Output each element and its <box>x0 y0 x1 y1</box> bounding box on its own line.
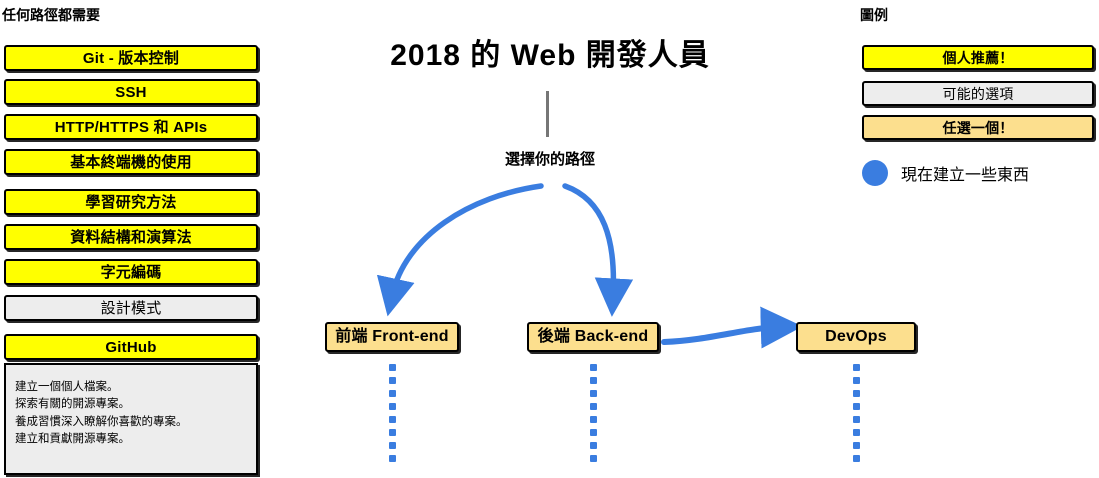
path-node-frontend[interactable]: 前端 Front-end <box>325 322 459 352</box>
dotted-continuation-devops <box>853 364 860 462</box>
dot <box>590 403 597 410</box>
path-node-backend[interactable]: 後端 Back-end <box>527 322 659 352</box>
github-note-line: 養成習慣深入瞭解你喜歡的專案。 <box>15 415 188 428</box>
dot <box>389 429 396 436</box>
left-item-research[interactable]: 學習研究方法 <box>4 189 258 215</box>
page-title-text: 2018 的 Web 開發人員 <box>390 39 710 72</box>
left-item-ssh[interactable]: SSH <box>4 79 258 105</box>
legend-item-recommended: 個人推薦！ <box>862 45 1094 70</box>
dot <box>590 442 597 449</box>
github-notes-panel: 建立一個個人檔案。 探索有關的開源專案。 養成習慣深入瞭解你喜歡的專案。 建立和… <box>4 363 258 475</box>
dot <box>389 390 396 397</box>
left-item-terminal-usage[interactable]: 基本終端機的使用 <box>4 149 258 175</box>
arrow-to-backend <box>562 183 634 317</box>
legend-heading: 圖例 <box>860 7 888 23</box>
github-note-line: 建立和貢獻開源專案。 <box>15 433 130 446</box>
path-node-devops[interactable]: DevOps <box>796 322 916 352</box>
dot <box>590 390 597 397</box>
dot <box>389 442 396 449</box>
left-item-git[interactable]: Git - 版本控制 <box>4 45 258 71</box>
legend-item-pick-one: 任選一個！ <box>862 115 1094 140</box>
dot <box>853 403 860 410</box>
dot <box>590 377 597 384</box>
legend-dot-label: 現在建立一些東西 <box>901 167 1030 184</box>
arrow-to-frontend <box>376 183 544 317</box>
left-item-data-structures[interactable]: 資料結構和演算法 <box>4 224 258 250</box>
dot <box>853 455 860 462</box>
dot <box>853 429 860 436</box>
dot <box>389 455 396 462</box>
dot <box>853 416 860 423</box>
legend-item-alternative: 可能的選項 <box>862 81 1094 106</box>
left-item-github[interactable]: GitHub <box>4 334 258 360</box>
left-column-heading: 任何路徑都需要 <box>2 7 100 23</box>
github-note-line: 建立一個個人檔案。 <box>15 381 119 393</box>
dot <box>590 455 597 462</box>
dot <box>853 364 860 371</box>
dot <box>590 429 597 436</box>
blue-circle-icon <box>862 160 888 186</box>
dot <box>389 377 396 384</box>
dotted-continuation-frontend <box>389 364 396 462</box>
dot <box>590 364 597 371</box>
github-note-line: 探索有關的開源專案。 <box>15 398 130 411</box>
arrow-backend-to-devops <box>661 306 803 349</box>
title-connector-line <box>546 91 549 137</box>
left-item-design-patterns[interactable]: 設計模式 <box>4 295 258 321</box>
left-item-character-encoding[interactable]: 字元編碼 <box>4 259 258 285</box>
dot <box>853 442 860 449</box>
dot <box>389 403 396 410</box>
left-item-http-apis[interactable]: HTTP/HTTPS 和 APIs <box>4 114 258 140</box>
legend-item-build-something: 現在建立一些東西 <box>862 160 1029 186</box>
choose-path-label: 選擇你的路徑 <box>504 151 595 168</box>
dot <box>590 416 597 423</box>
dot <box>853 390 860 397</box>
dot <box>853 377 860 384</box>
dot <box>389 416 396 423</box>
dotted-continuation-backend <box>590 364 597 462</box>
dot <box>389 364 396 371</box>
